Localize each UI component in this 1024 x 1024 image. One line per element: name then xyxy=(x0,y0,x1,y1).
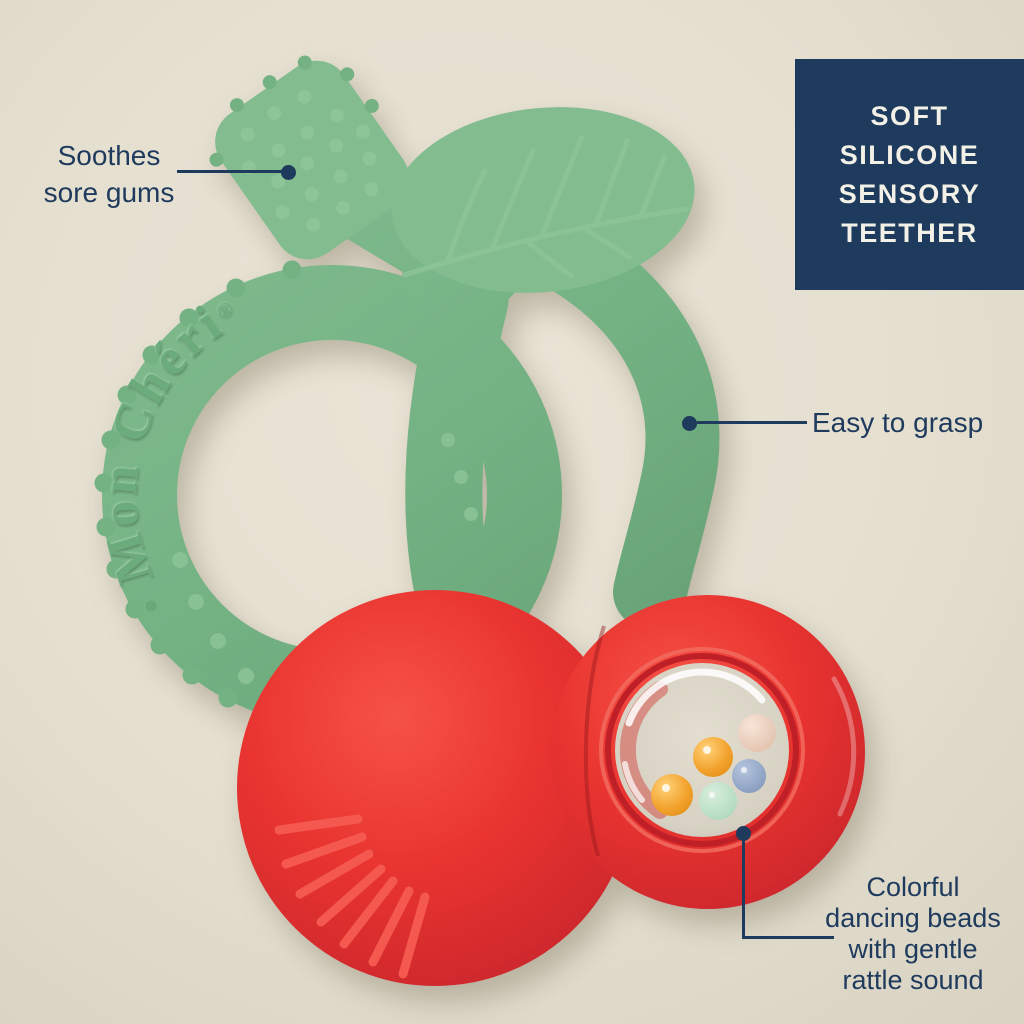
bead-orange xyxy=(651,774,693,816)
stem-bumps xyxy=(441,433,478,521)
callout-soothes: Soothes sore gums xyxy=(43,140,175,208)
callout-grasp: Easy to grasp xyxy=(812,407,984,438)
leader-line xyxy=(177,170,283,173)
bead-mint xyxy=(699,782,737,820)
glass-highlight xyxy=(625,668,766,727)
leader-line xyxy=(742,936,834,939)
rattle-window xyxy=(599,647,805,853)
glass-highlight xyxy=(622,761,645,803)
nub-texture-dots xyxy=(240,89,379,232)
pointer-dot xyxy=(281,165,296,180)
callout-beads: Colorful dancing beads with gentle rattl… xyxy=(825,872,1001,995)
bead-orange xyxy=(693,737,733,777)
badge-line: SILICONE xyxy=(839,139,980,170)
stem-nub xyxy=(209,55,409,260)
leaf-veins xyxy=(402,135,690,278)
cherry-seam xyxy=(583,625,606,857)
leaf xyxy=(391,107,695,293)
cherry-ridges xyxy=(274,814,430,979)
cherry-gloss xyxy=(831,676,857,817)
right-cherry xyxy=(551,595,865,909)
leader-line xyxy=(742,839,745,938)
right-stem xyxy=(523,215,720,629)
pointer-dot xyxy=(736,826,751,841)
leader-line xyxy=(697,421,807,424)
badge-line: SENSORY xyxy=(838,178,981,209)
left-cherry xyxy=(237,590,633,986)
headline-badge: SOFT SILICONE SENSORY TEETHER xyxy=(795,59,1024,290)
badge-line: SOFT xyxy=(870,100,949,131)
ring-outer-bumps xyxy=(94,260,302,708)
badge-line: TEETHER xyxy=(841,217,978,248)
rattle-beads xyxy=(651,714,776,820)
bead-blue xyxy=(732,759,766,793)
bead-peach xyxy=(738,714,776,752)
brand-separator-dot xyxy=(145,600,157,612)
pointer-dot xyxy=(682,416,697,431)
left-stem xyxy=(405,261,509,639)
